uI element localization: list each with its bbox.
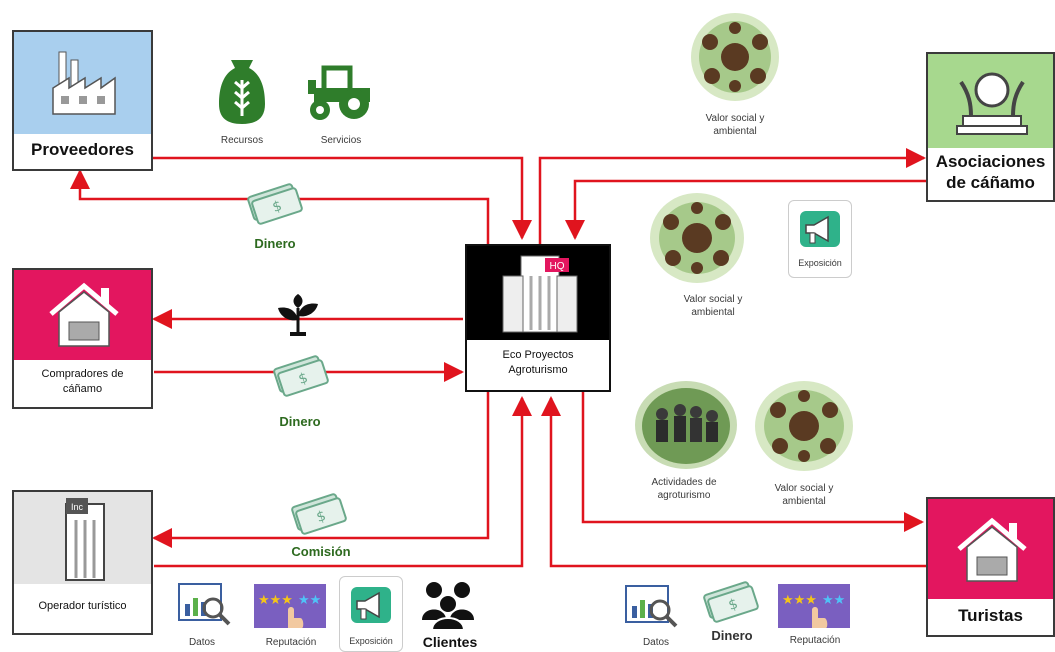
reputacion-right-label: Reputación (789, 635, 841, 646)
money-icon: $ (291, 493, 347, 535)
actividades-label: Actividades de agroturismo (651, 477, 717, 501)
node-center: HQ Eco Proyectos Agroturismo (465, 244, 611, 392)
node-operador: Inc Operador turístico (12, 490, 153, 635)
megaphone-icon (351, 587, 391, 623)
exposicion-left-label: Exposición (349, 636, 393, 646)
center-label: Eco Proyectos Agroturismo (502, 349, 574, 376)
arrow-center-to-asociaciones (538, 148, 926, 244)
valor-mid-label: Valor social y ambiental (683, 294, 743, 318)
plant-icon (278, 294, 318, 336)
factory-icon (52, 51, 116, 115)
exposicion-card-left: Exposición (339, 576, 403, 652)
proveedores-label: Proveedores (31, 140, 134, 159)
arrow-turistas-to-center (541, 396, 926, 568)
people-group-icon (422, 582, 474, 631)
hemp-association-icon (956, 72, 1028, 135)
svg-text:★★: ★★ (822, 593, 845, 608)
hands-soil-icon (755, 381, 853, 471)
grain-sack-icon (219, 60, 265, 124)
group-photo-icon (635, 381, 737, 469)
datos-right-label: Datos (642, 637, 670, 648)
svg-text:★★★: ★★★ (782, 593, 817, 608)
reputacion-left-label: Reputación (265, 637, 317, 648)
node-compradores: Compradores de cáñamo (12, 268, 153, 409)
hq-badge: HQ (550, 261, 565, 272)
node-turistas: Turistas (926, 497, 1055, 637)
house-icon (957, 517, 1027, 582)
money-icon: $ (273, 355, 329, 397)
data-analytics-icon (178, 583, 231, 626)
svg-text:★★★: ★★★ (258, 593, 293, 608)
reputation-stars-icon: ★★★ ★★ (778, 584, 850, 628)
operador-label: Operador turístico (38, 600, 127, 612)
dinero-top-label: Dinero (254, 236, 296, 251)
asociaciones-label: Asociaciones de cáñamo (935, 152, 1046, 192)
turistas-label: Turistas (958, 605, 1023, 625)
valor-top-label: Valor social y ambiental (705, 113, 765, 137)
tractor-icon (308, 65, 370, 120)
inc-badge: Inc (71, 502, 84, 512)
exposicion-card: Exposición (788, 200, 852, 278)
node-proveedores: Proveedores (12, 30, 153, 171)
servicios-label: Servicios (320, 135, 362, 146)
hands-soil-icon (650, 193, 744, 283)
comision-label: Comisión (291, 544, 351, 559)
compradores-label: Compradores de cáñamo (41, 367, 124, 395)
arrow-operador-to-center (154, 396, 532, 568)
office-building-icon: Inc (65, 498, 105, 581)
svg-text:★★: ★★ (298, 593, 321, 608)
valor-low-label: Valor social y ambiental (774, 483, 834, 507)
node-asociaciones: Asociaciones de cáñamo (926, 52, 1055, 202)
hq-building-icon: HQ (502, 255, 578, 333)
megaphone-icon (800, 211, 840, 247)
data-analytics-icon (625, 585, 678, 628)
reputation-stars-icon: ★★★ ★★ (254, 584, 326, 628)
money-icon: $ (703, 581, 759, 623)
datos-left-label: Datos (188, 637, 216, 648)
hands-soil-icon (691, 13, 779, 101)
arrow-center-to-operador (152, 392, 490, 548)
arrow-center-to-turistas (581, 392, 924, 532)
house-icon (49, 282, 119, 347)
exposicion-mid-label: Exposición (798, 258, 842, 268)
dinero-mid-label: Dinero (279, 414, 321, 429)
money-icon: $ (247, 183, 303, 225)
arrow-proveedores-to-center (153, 156, 532, 240)
clientes-label: Clientes (422, 634, 478, 650)
recursos-label: Recursos (220, 135, 264, 146)
dinero-right-label: Dinero (711, 628, 753, 643)
arrow-asociaciones-to-center (565, 179, 926, 240)
